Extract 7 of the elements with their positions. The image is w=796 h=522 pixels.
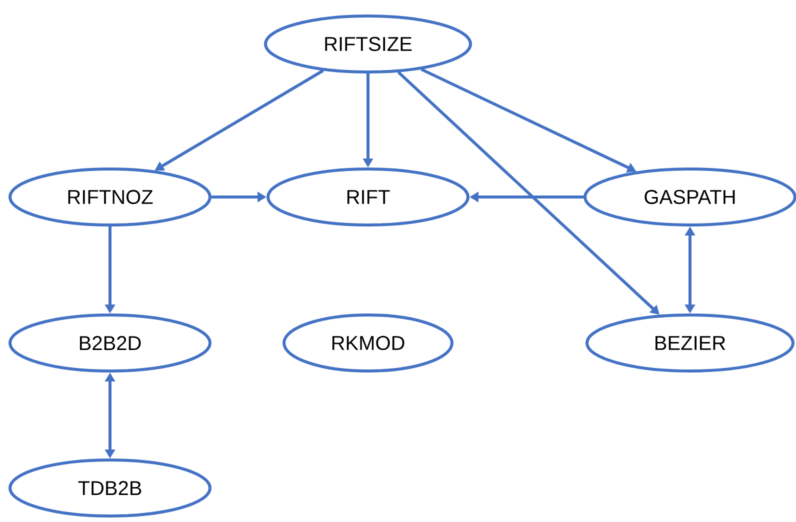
ellipse-node: BEZIER (586, 314, 794, 372)
ellipse-node: RIFTSIZE (264, 14, 472, 74)
ellipse-node: RIFTNOZ (8, 168, 212, 226)
ellipse-node: RIFT (266, 168, 470, 226)
ellipse-node: TDB2B (8, 458, 212, 518)
ellipse-node: RKMOD (282, 314, 454, 372)
ellipse-node: B2B2D (8, 314, 212, 372)
